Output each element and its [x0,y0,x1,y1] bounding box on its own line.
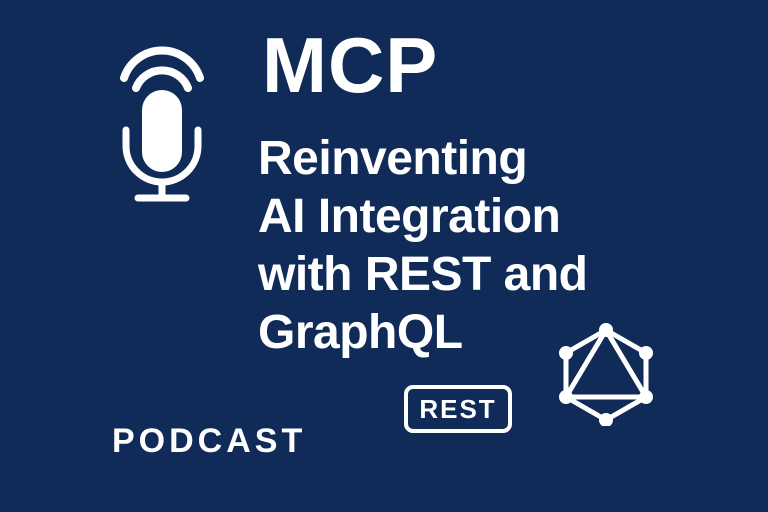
subtitle-line: Reinventing [258,132,528,185]
title: MCP [262,21,439,109]
subtitle-line: GraphQL [258,306,463,359]
subtitle-line: AI Integration [258,190,561,243]
graphql-icon [559,323,653,426]
podcast-label: PODCAST [112,422,307,460]
microphone-icon [120,46,204,202]
subtitle: Reinventing AI Integration with REST and… [258,130,678,362]
rest-badge: REST [404,385,512,433]
subtitle-line: with REST and [258,248,588,301]
